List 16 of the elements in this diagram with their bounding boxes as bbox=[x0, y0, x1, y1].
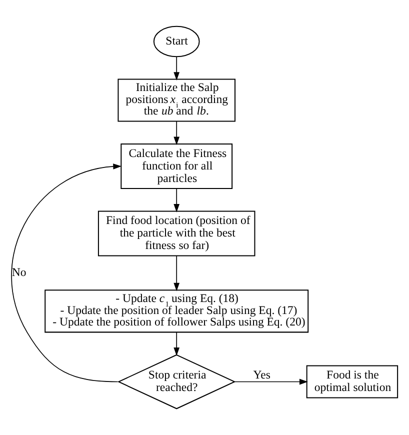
arrow bbox=[234, 378, 308, 385]
node-box: Calculate the Fitness function for all particles bbox=[120, 143, 233, 190]
node-ellipse: Start bbox=[153, 26, 200, 58]
node-box: - Update c$_{1}$ using Eq. (18) - Update the position of leader Salp using Eq. (17) - Update the position of follower Salps using Eq. (20) bbox=[44, 290, 309, 333]
edge-label: No bbox=[12, 266, 26, 280]
arrow bbox=[174, 56, 180, 80]
node-box: Food is the optimal solution bbox=[306, 365, 398, 398]
arrow bbox=[174, 332, 180, 356]
arrow bbox=[11, 164, 122, 382]
node-box: Find food location (position of the particle with the best fitness so far) bbox=[98, 210, 256, 256]
node-box: Initialize the Salp positions x$_{i}$ according the ub and lb. bbox=[118, 78, 236, 122]
edge-label: Yes bbox=[253, 368, 270, 382]
node-diamond: Stop criteria reached? bbox=[117, 354, 236, 410]
arrow bbox=[174, 188, 180, 212]
arrow bbox=[174, 255, 180, 292]
arrow bbox=[174, 121, 180, 146]
